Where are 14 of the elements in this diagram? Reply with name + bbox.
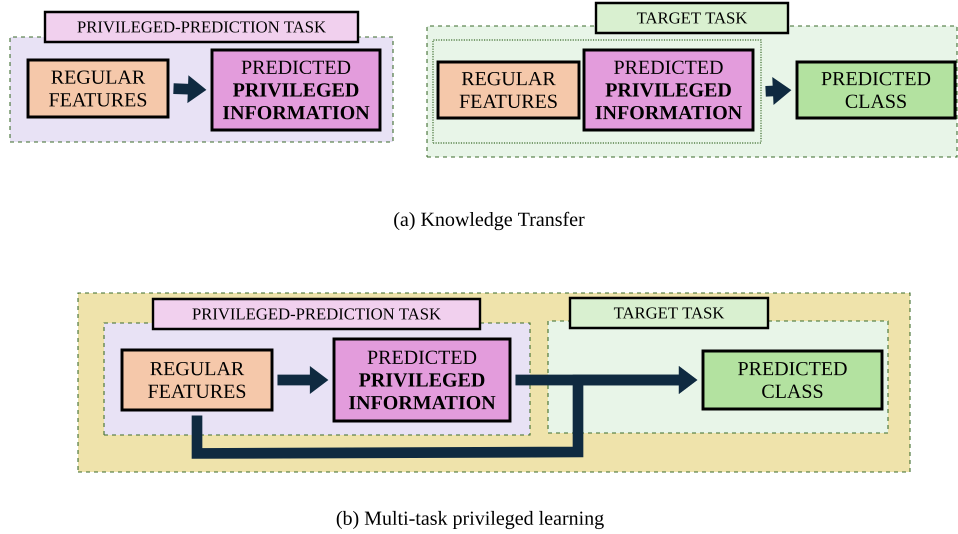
caption: (b) Multi-task privileged learning — [336, 510, 604, 530]
caption: (a) Knowledge Transfer — [394, 212, 585, 230]
process-box: REGULAR FEATURES — [120, 348, 274, 412]
panel-title: TARGET TASK — [568, 296, 770, 330]
process-box: PREDICTED PRIVILEGED INFORMATION — [210, 48, 382, 132]
panel-title: PRIVILEGED-PREDICTION TASK — [152, 298, 482, 330]
process-box: PREDICTED CLASS — [702, 350, 884, 410]
process-box: PREDICTED PRIVILEGED INFORMATION — [582, 48, 754, 132]
panel-title: TARGET TASK — [594, 2, 790, 34]
process-box: REGULAR FEATURES — [436, 60, 580, 120]
process-box: REGULAR FEATURES — [26, 58, 170, 118]
process-box: PREDICTED CLASS — [796, 60, 956, 120]
panel-title: PRIVILEGED-PREDICTION TASK — [44, 10, 360, 44]
process-box: PREDICTED PRIVILEGED INFORMATION — [332, 338, 512, 422]
